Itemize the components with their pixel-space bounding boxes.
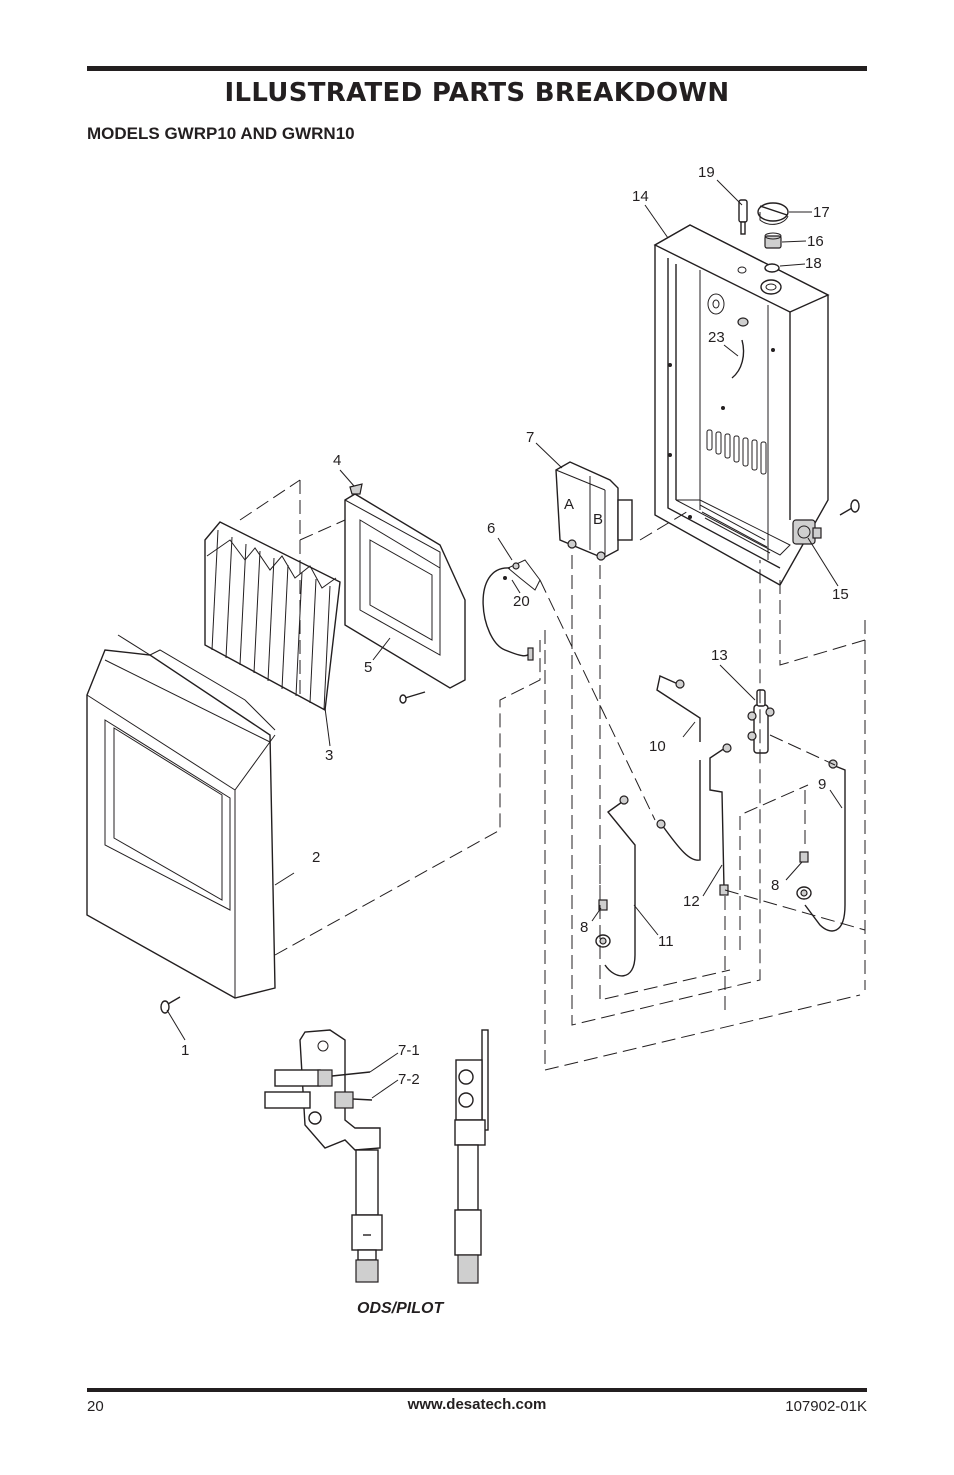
callout-4: 4 xyxy=(333,452,341,469)
washer-part-18 xyxy=(764,263,780,273)
footer-url: www.desatech.com xyxy=(407,1396,547,1413)
callout-15: 15 xyxy=(832,586,849,603)
document-number: 107902-01K xyxy=(785,1398,867,1415)
callout-19: 19 xyxy=(698,164,715,181)
callout-13: 13 xyxy=(711,647,728,664)
ods-pilot-inset-right xyxy=(454,1029,489,1284)
callout-labels: 1 2 3 4 5 6 7 8 8 9 10 11 12 13 14 15 16… xyxy=(181,164,849,1088)
control-knob-part-17 xyxy=(757,202,789,225)
callout-16: 16 xyxy=(807,233,824,250)
nut-part-16 xyxy=(764,232,782,249)
orifice-part-8-right xyxy=(796,851,812,900)
callout-14: 14 xyxy=(632,188,649,205)
ods-pilot-part-6 xyxy=(503,559,541,591)
callout-9: 9 xyxy=(818,776,826,793)
page-title: ILLUSTRATED PARTS BREAKDOWN xyxy=(224,78,730,108)
callout-2: 2 xyxy=(312,849,320,866)
burner-label-a: A xyxy=(564,496,574,513)
page-number: 20 xyxy=(87,1398,104,1415)
gas-tube-connector xyxy=(656,760,701,861)
reflector-part-5 xyxy=(344,493,466,689)
callout-11: 11 xyxy=(658,933,674,950)
callout-leaders xyxy=(166,179,843,1099)
control-valve-part-15 xyxy=(792,519,822,545)
models-subtitle: MODELS GWRP10 AND GWRN10 xyxy=(87,124,355,143)
callout-3: 3 xyxy=(325,747,333,764)
callout-12: 12 xyxy=(683,893,700,910)
callout-8b: 8 xyxy=(771,877,779,894)
callout-23: 23 xyxy=(708,329,725,346)
clip-part-4 xyxy=(349,483,363,495)
inset-caption: ODS/PILOT xyxy=(357,1300,444,1317)
callout-5: 5 xyxy=(364,659,372,676)
piezo-lead-part-20 xyxy=(482,567,534,661)
screw-part-1 xyxy=(160,996,181,1014)
callout-17: 17 xyxy=(813,204,830,221)
screw-small xyxy=(399,691,426,704)
callout-6: 6 xyxy=(487,520,495,537)
front-casing-part-2 xyxy=(86,634,276,999)
callout-10: 10 xyxy=(649,738,666,755)
callout-7-2: 7-2 xyxy=(398,1071,420,1088)
ods-pilot-inset-left xyxy=(264,1029,383,1283)
regulator-part-13 xyxy=(747,689,775,754)
orifice-part-8-left xyxy=(595,899,611,948)
top-rule xyxy=(87,66,867,71)
assembly-dash-lines xyxy=(239,479,866,1071)
gas-tube-part-10 xyxy=(656,675,701,742)
callout-20: 20 xyxy=(513,593,530,610)
gas-tube-part-12 xyxy=(709,743,732,896)
burner-label-b: B xyxy=(593,511,603,528)
callout-7-1: 7-1 xyxy=(398,1042,420,1059)
piezo-igniter-part-19 xyxy=(738,199,748,235)
bottom-rule xyxy=(87,1388,867,1392)
burner-part-7 xyxy=(555,461,633,561)
radiant-grill-part-3 xyxy=(204,521,341,712)
cabinet-part-14 xyxy=(653,224,830,586)
screw-right xyxy=(839,499,860,516)
callout-8a: 8 xyxy=(580,919,588,936)
parts-diagram: 1 2 3 4 5 6 7 8 8 9 10 11 12 13 14 15 16… xyxy=(86,164,866,1284)
callout-1: 1 xyxy=(181,1042,189,1059)
gas-tube-part-11 xyxy=(604,795,636,977)
callout-18: 18 xyxy=(805,255,822,272)
callout-7: 7 xyxy=(526,429,534,446)
